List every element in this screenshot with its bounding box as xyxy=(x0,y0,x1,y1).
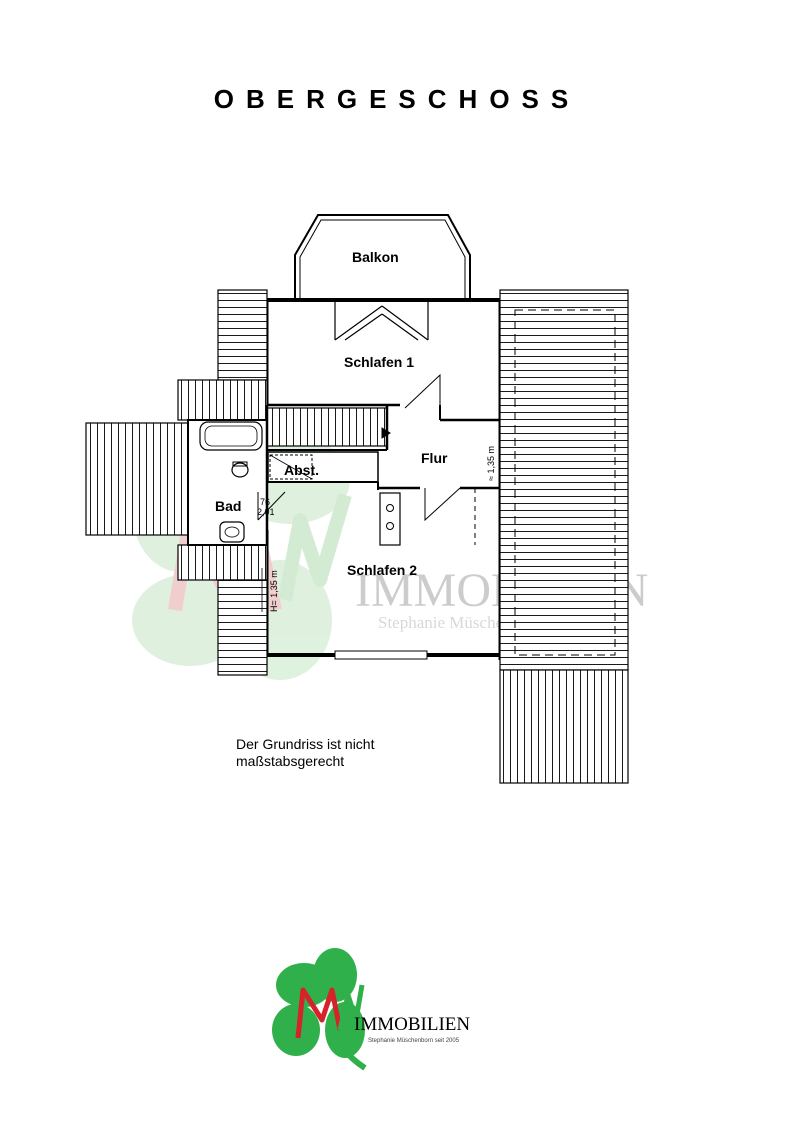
room-label-flur: Flur xyxy=(421,450,448,466)
interior-walls xyxy=(265,403,500,545)
room-label-schlafen2: Schlafen 2 xyxy=(347,562,417,578)
dimension-door-width: 76 xyxy=(260,497,270,507)
logo-brand: IMMOBILIEN xyxy=(354,1014,470,1035)
door-swings xyxy=(404,373,461,522)
roof-slope-right xyxy=(499,289,629,671)
room-label-balkon: Balkon xyxy=(352,249,399,265)
roof-slope-right-bottom xyxy=(499,669,629,784)
dimension-door-height: 2,01 xyxy=(257,507,275,517)
roof-slope-left-lower xyxy=(177,544,268,581)
bathroom xyxy=(187,419,286,546)
room-label-abst: Abst. xyxy=(284,462,319,478)
scale-note: Der Grundriss ist nicht maßstabsgerecht xyxy=(236,736,374,770)
roof-dormer-outline xyxy=(514,309,616,656)
roof-slope-left-top xyxy=(217,289,268,381)
page-title: OBERGESCHOSS xyxy=(213,84,581,114)
dimension-flur-height: ≈ 1,35 m xyxy=(486,446,496,481)
room-label-bad: Bad xyxy=(215,498,241,514)
balcony-door xyxy=(334,302,429,341)
bottom-window xyxy=(334,650,428,660)
dimension-left-height: H= 1,35 m xyxy=(269,570,279,612)
company-logo: IMMOBILIEN Stephanie Müschenborn seit 20… xyxy=(272,948,470,1071)
scale-note-line2: maßstabsgerecht xyxy=(236,753,345,769)
scale-note-line1: Der Grundriss ist nicht xyxy=(236,736,375,752)
roof-slope-left-mid xyxy=(177,379,268,421)
balcony xyxy=(294,214,471,300)
logo-m-mark xyxy=(295,987,343,1039)
roof-slope-far-left xyxy=(85,422,189,536)
staircase xyxy=(266,407,391,451)
storage-room xyxy=(267,451,379,483)
logo-owner: Stephanie Müschenborn seit 2005 xyxy=(368,1038,460,1044)
roof-slope-left-bottom xyxy=(217,579,268,676)
sink-unit xyxy=(379,492,401,546)
logo-w-mark xyxy=(337,984,365,1031)
room-label-schlafen1: Schlafen 1 xyxy=(344,354,414,370)
